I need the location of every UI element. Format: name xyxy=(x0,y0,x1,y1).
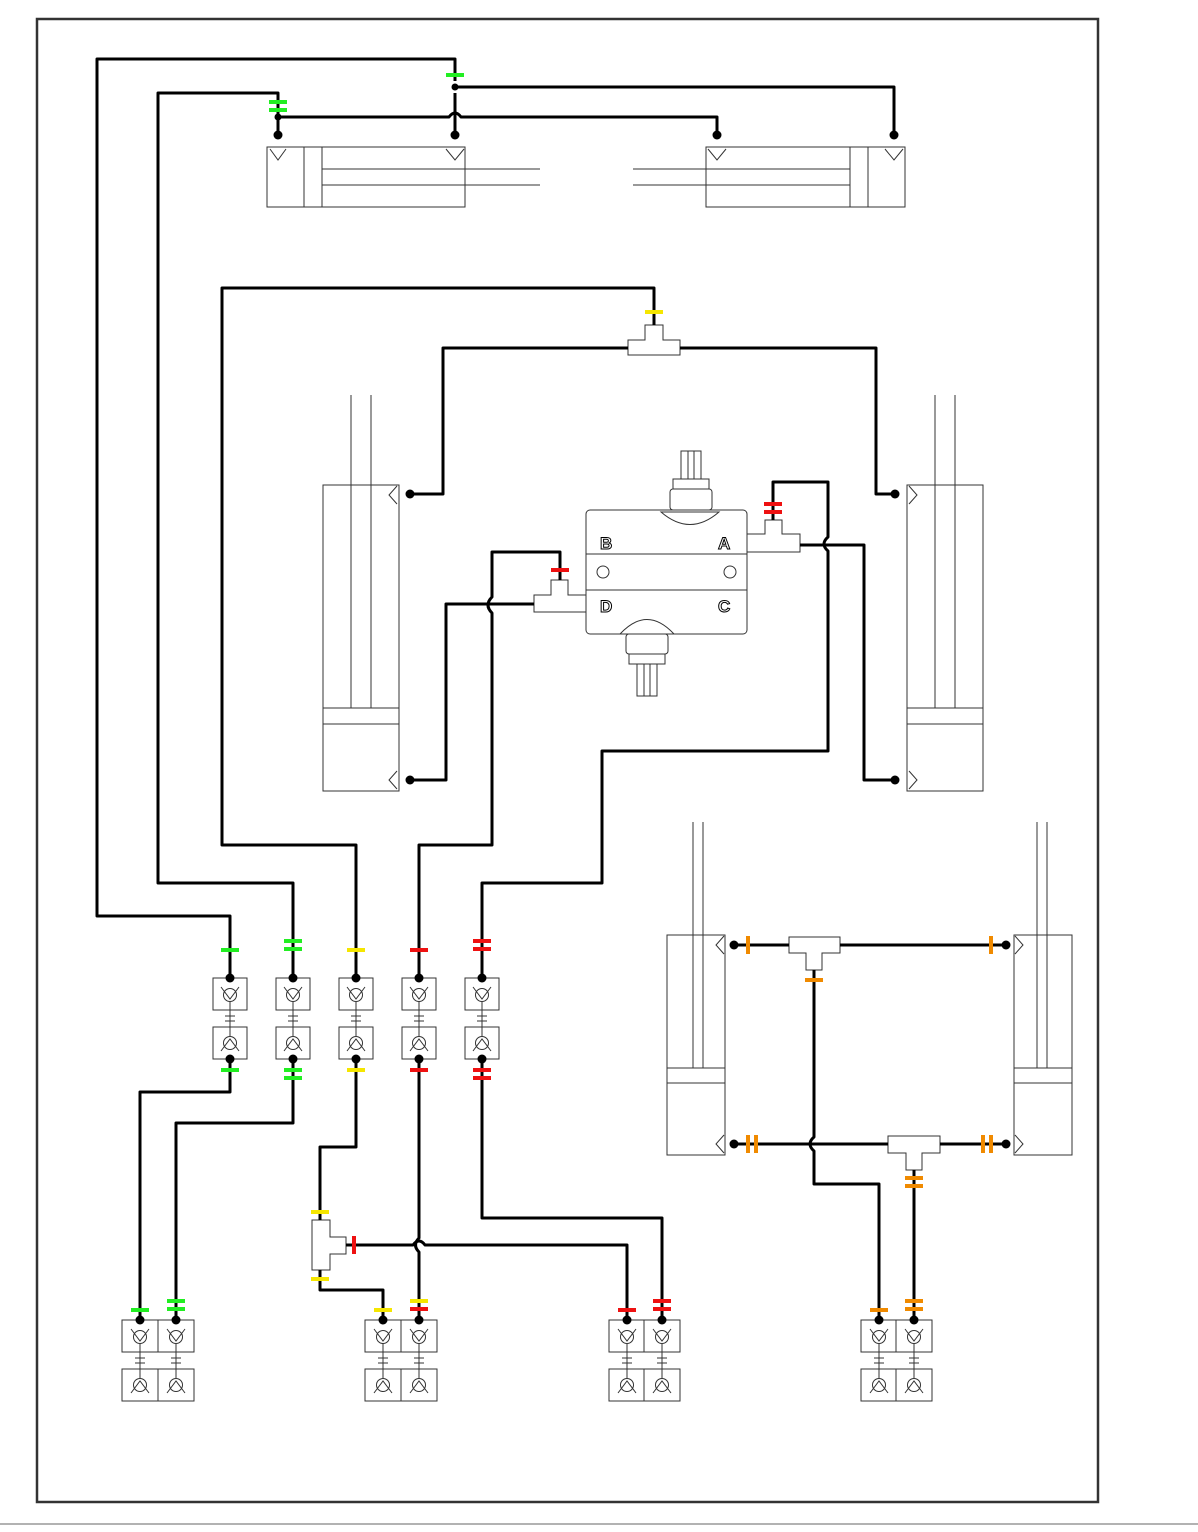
upper-coupler-4 xyxy=(402,960,436,1070)
upper-couplers xyxy=(213,960,499,1070)
tee-fittings xyxy=(312,325,940,1270)
top-right-cylinder xyxy=(633,147,905,207)
lower-coupler-3 xyxy=(365,1316,401,1402)
drawing-border xyxy=(37,19,1098,1502)
upper-coupler-5 xyxy=(465,960,499,1070)
lower-left-cylinder xyxy=(667,822,725,1155)
top-left-cylinder xyxy=(267,147,540,207)
tee-lower-left xyxy=(312,1220,346,1270)
lower-coupler-4 xyxy=(401,1316,437,1402)
lower-couplers xyxy=(122,1316,932,1402)
tee-right-lower xyxy=(888,1136,940,1170)
lower-right-cylinder xyxy=(1014,822,1072,1155)
lower-coupler-5 xyxy=(609,1316,645,1402)
upper-coupler-2 xyxy=(276,960,310,1070)
upper-coupler-3 xyxy=(339,960,373,1070)
lower-coupler-2 xyxy=(158,1316,194,1402)
tee-valve-a xyxy=(747,520,800,552)
valve-port-a-label: A xyxy=(718,534,730,553)
tee-valve-d xyxy=(534,580,586,612)
lower-coupler-8 xyxy=(896,1316,932,1402)
valve-port-b-label: B xyxy=(600,534,612,553)
upper-coupler-1 xyxy=(213,960,247,1070)
directional-valve xyxy=(586,451,747,696)
valve-port-c-label: C xyxy=(718,597,730,616)
valve-port-d-label: D xyxy=(600,597,612,616)
tee-right-upper xyxy=(789,937,840,970)
tee-top xyxy=(628,325,680,355)
lower-coupler-1 xyxy=(122,1316,158,1402)
middle-right-cylinder xyxy=(907,395,983,791)
middle-left-cylinder xyxy=(323,395,399,791)
lower-coupler-7 xyxy=(861,1316,897,1402)
hose-lines xyxy=(97,59,1006,1320)
colour-markers xyxy=(131,75,991,1310)
lower-coupler-6 xyxy=(644,1316,680,1402)
